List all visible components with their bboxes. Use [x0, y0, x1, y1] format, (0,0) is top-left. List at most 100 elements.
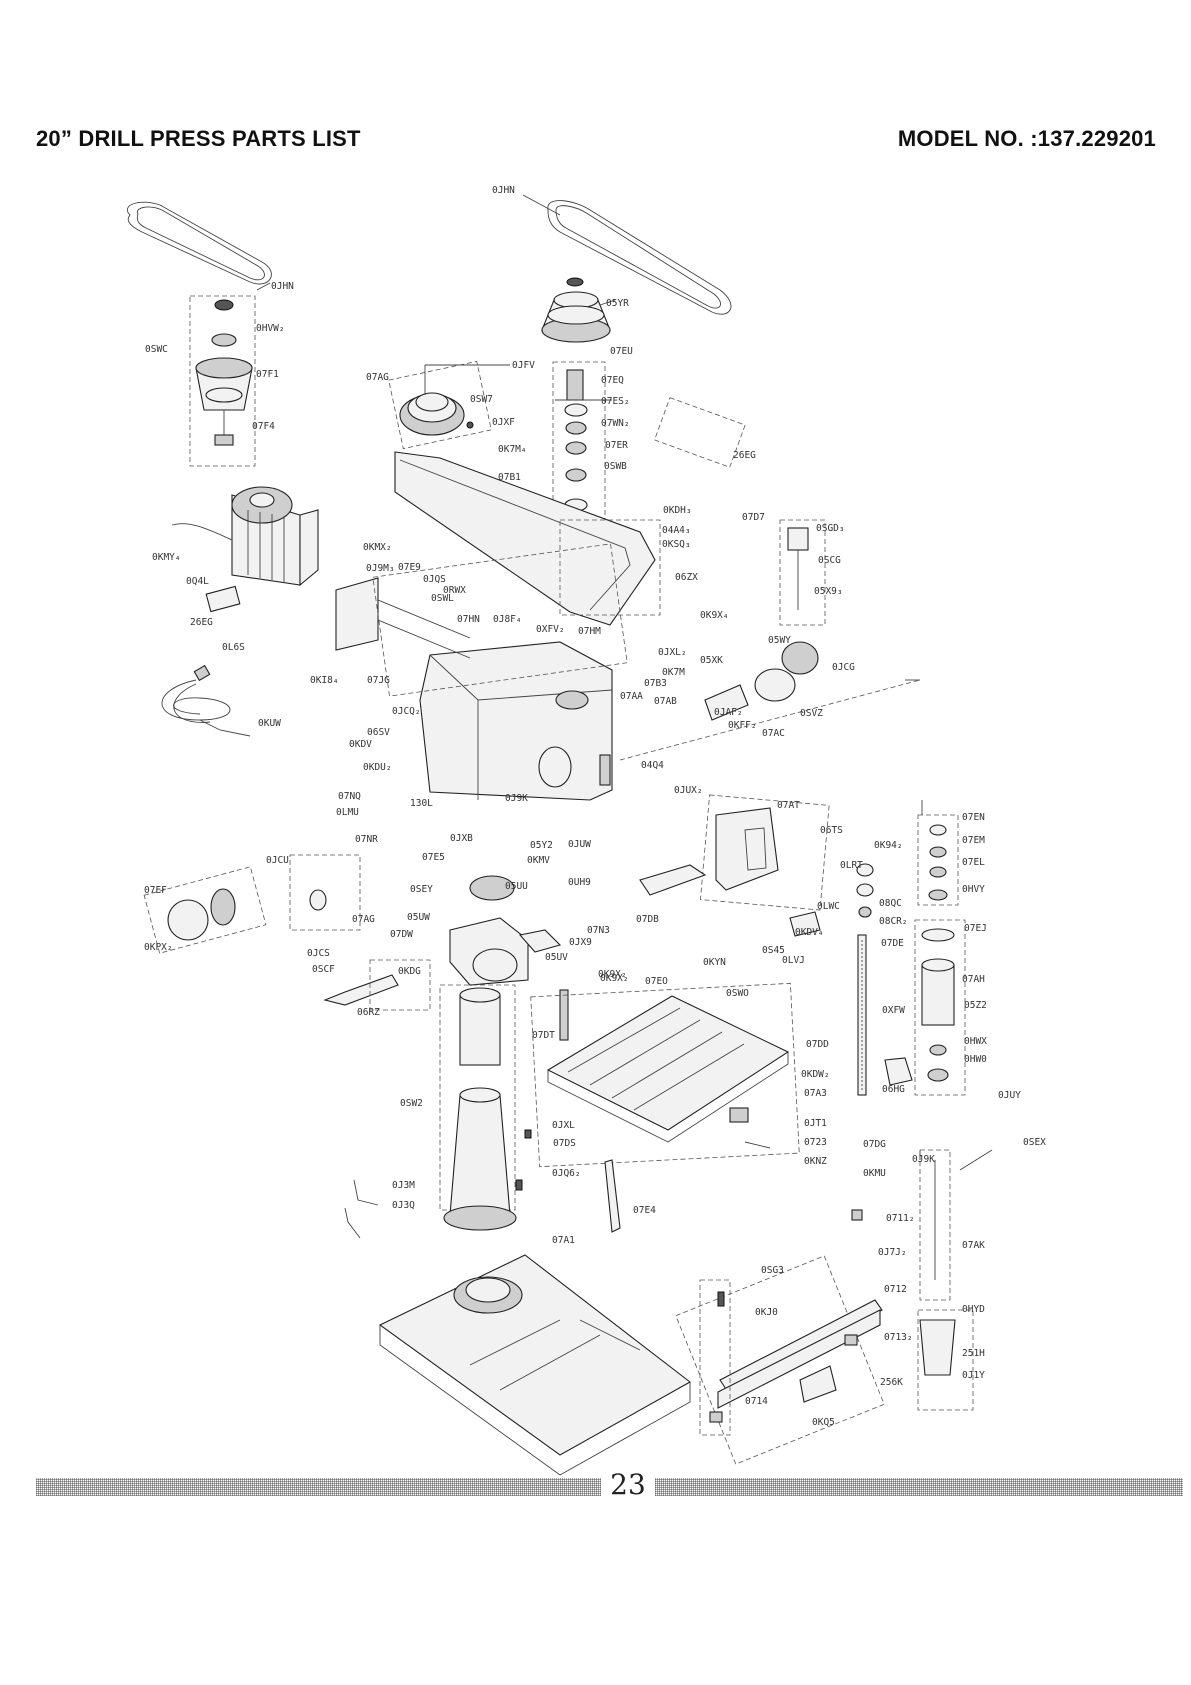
callout: 07DG	[863, 1139, 886, 1150]
callout: 07E5	[422, 852, 445, 863]
callout: 05X9₃	[814, 586, 843, 597]
table-lock-handle	[604, 1159, 621, 1233]
callout: 05WY	[768, 635, 791, 646]
callout: 0LMU	[336, 807, 359, 818]
callout: 05YR	[606, 298, 629, 309]
callout: 0711₂	[886, 1213, 915, 1224]
callout: 07WN₂	[601, 418, 630, 429]
callout: 0JCU	[266, 855, 289, 866]
callout: 0XFW	[882, 1005, 905, 1016]
callout: 0K7M₄	[498, 444, 527, 455]
callout: 0K9X₂	[598, 969, 627, 980]
callout: 0SWL	[431, 593, 454, 604]
callout: 07E4	[633, 1205, 656, 1216]
callout: 07B1	[498, 472, 521, 483]
callout: 0J1Y	[962, 1370, 985, 1381]
rack	[856, 863, 913, 1096]
callout: 0723	[804, 1137, 827, 1148]
callout: 07AG	[352, 914, 375, 925]
callout: 07DS	[553, 1138, 576, 1149]
callout: 07EQ	[601, 375, 624, 386]
callout: 06SV	[367, 727, 390, 738]
callout: 0SW2	[400, 1098, 423, 1109]
callout: 0KDV	[349, 739, 372, 750]
callout: 05Y2	[530, 840, 553, 851]
callout: 130L	[410, 798, 433, 809]
callout: 07AG	[366, 372, 389, 383]
callout: 0SCF	[312, 964, 335, 975]
callout: 08QC	[879, 898, 902, 909]
callout: 05UW	[407, 912, 430, 923]
callout: 0J9M₃	[366, 563, 395, 574]
switch-assembly	[700, 794, 830, 937]
model-number: MODEL NO. :137.229201	[897, 126, 1156, 151]
callout: 0KPX₂	[144, 942, 173, 953]
leader-lines	[256, 194, 993, 1171]
callout: 0JXB	[450, 833, 473, 844]
callout: 06ZX	[675, 572, 698, 583]
callout: 0HW0	[964, 1054, 987, 1065]
callout: 07F4	[252, 421, 275, 432]
callout: 0KDW₂	[801, 1069, 830, 1080]
callout: 0JCQ₂	[392, 706, 421, 717]
callout: 0KJ0	[755, 1307, 778, 1318]
callout: 0KI8₄	[310, 675, 339, 686]
callout: 05UU	[505, 881, 528, 892]
callout: 0SWC	[145, 344, 168, 355]
callout: 07EN	[962, 812, 985, 823]
callout: 0K9X₂	[600, 973, 629, 984]
callout: 0J3M	[392, 1180, 415, 1191]
callout: 07AT	[777, 800, 800, 811]
callout: 08CR₂	[879, 916, 908, 927]
callout: 0J9K	[505, 793, 528, 804]
callout: 0SEX	[1023, 1137, 1046, 1148]
callout: 0K9X₄	[700, 610, 729, 621]
callout: 0JUW	[568, 839, 591, 850]
callout: 07JG	[367, 675, 390, 686]
belt-guard	[394, 451, 661, 626]
callout: 07AH	[962, 974, 985, 985]
callout: 07AB	[654, 696, 677, 707]
spindle-pulley	[541, 277, 746, 528]
callout: 0JCS	[307, 948, 330, 959]
callout: 0HWX	[964, 1036, 987, 1047]
callout: 0KFF₂	[728, 720, 757, 731]
callout: 0LVJ	[782, 955, 805, 966]
callout: 07B3	[644, 678, 667, 689]
base	[378, 1254, 691, 1476]
callout: 0JXL	[552, 1120, 575, 1131]
callout: 07DD	[806, 1039, 829, 1050]
callout: 0KDU₂	[363, 762, 392, 773]
callout: 0RWX	[443, 585, 466, 596]
callout: 06HG	[882, 1084, 905, 1095]
callout: 07HM	[578, 626, 601, 637]
callout: 256K	[880, 1377, 903, 1388]
callout: 07DB	[636, 914, 659, 925]
hex-keys	[344, 1179, 379, 1239]
callout: 0HVW₂	[256, 323, 285, 334]
callout: 0K94₂	[874, 840, 903, 851]
callout: 0HYD	[962, 1304, 985, 1315]
callout: 07EF	[144, 885, 167, 896]
callout: 07HN	[457, 614, 480, 625]
callout: 0KMU	[863, 1168, 886, 1179]
callout: 07EU	[610, 346, 633, 357]
callout: 0J9K	[912, 1154, 935, 1165]
callout: 07N3	[587, 925, 610, 936]
callout: 0JHN	[492, 185, 515, 196]
page-number: 23	[610, 1468, 646, 1501]
callout: 0XFV₂	[536, 624, 565, 635]
work-table	[530, 982, 800, 1168]
callout: 0KYN	[703, 957, 726, 968]
callout: 07F1	[256, 369, 279, 380]
fence-assembly	[675, 1209, 885, 1465]
callout: 07DW	[390, 929, 413, 940]
quill-spindle	[914, 814, 974, 1411]
callout: 0J3Q	[392, 1200, 415, 1211]
callout: 0UH9	[568, 877, 591, 888]
callout: 0LWC	[817, 901, 840, 912]
callout: 07DE	[881, 938, 904, 949]
callout: 0LRT	[840, 860, 863, 871]
callout: 07E9	[398, 562, 421, 573]
idler-pulley	[388, 360, 492, 450]
